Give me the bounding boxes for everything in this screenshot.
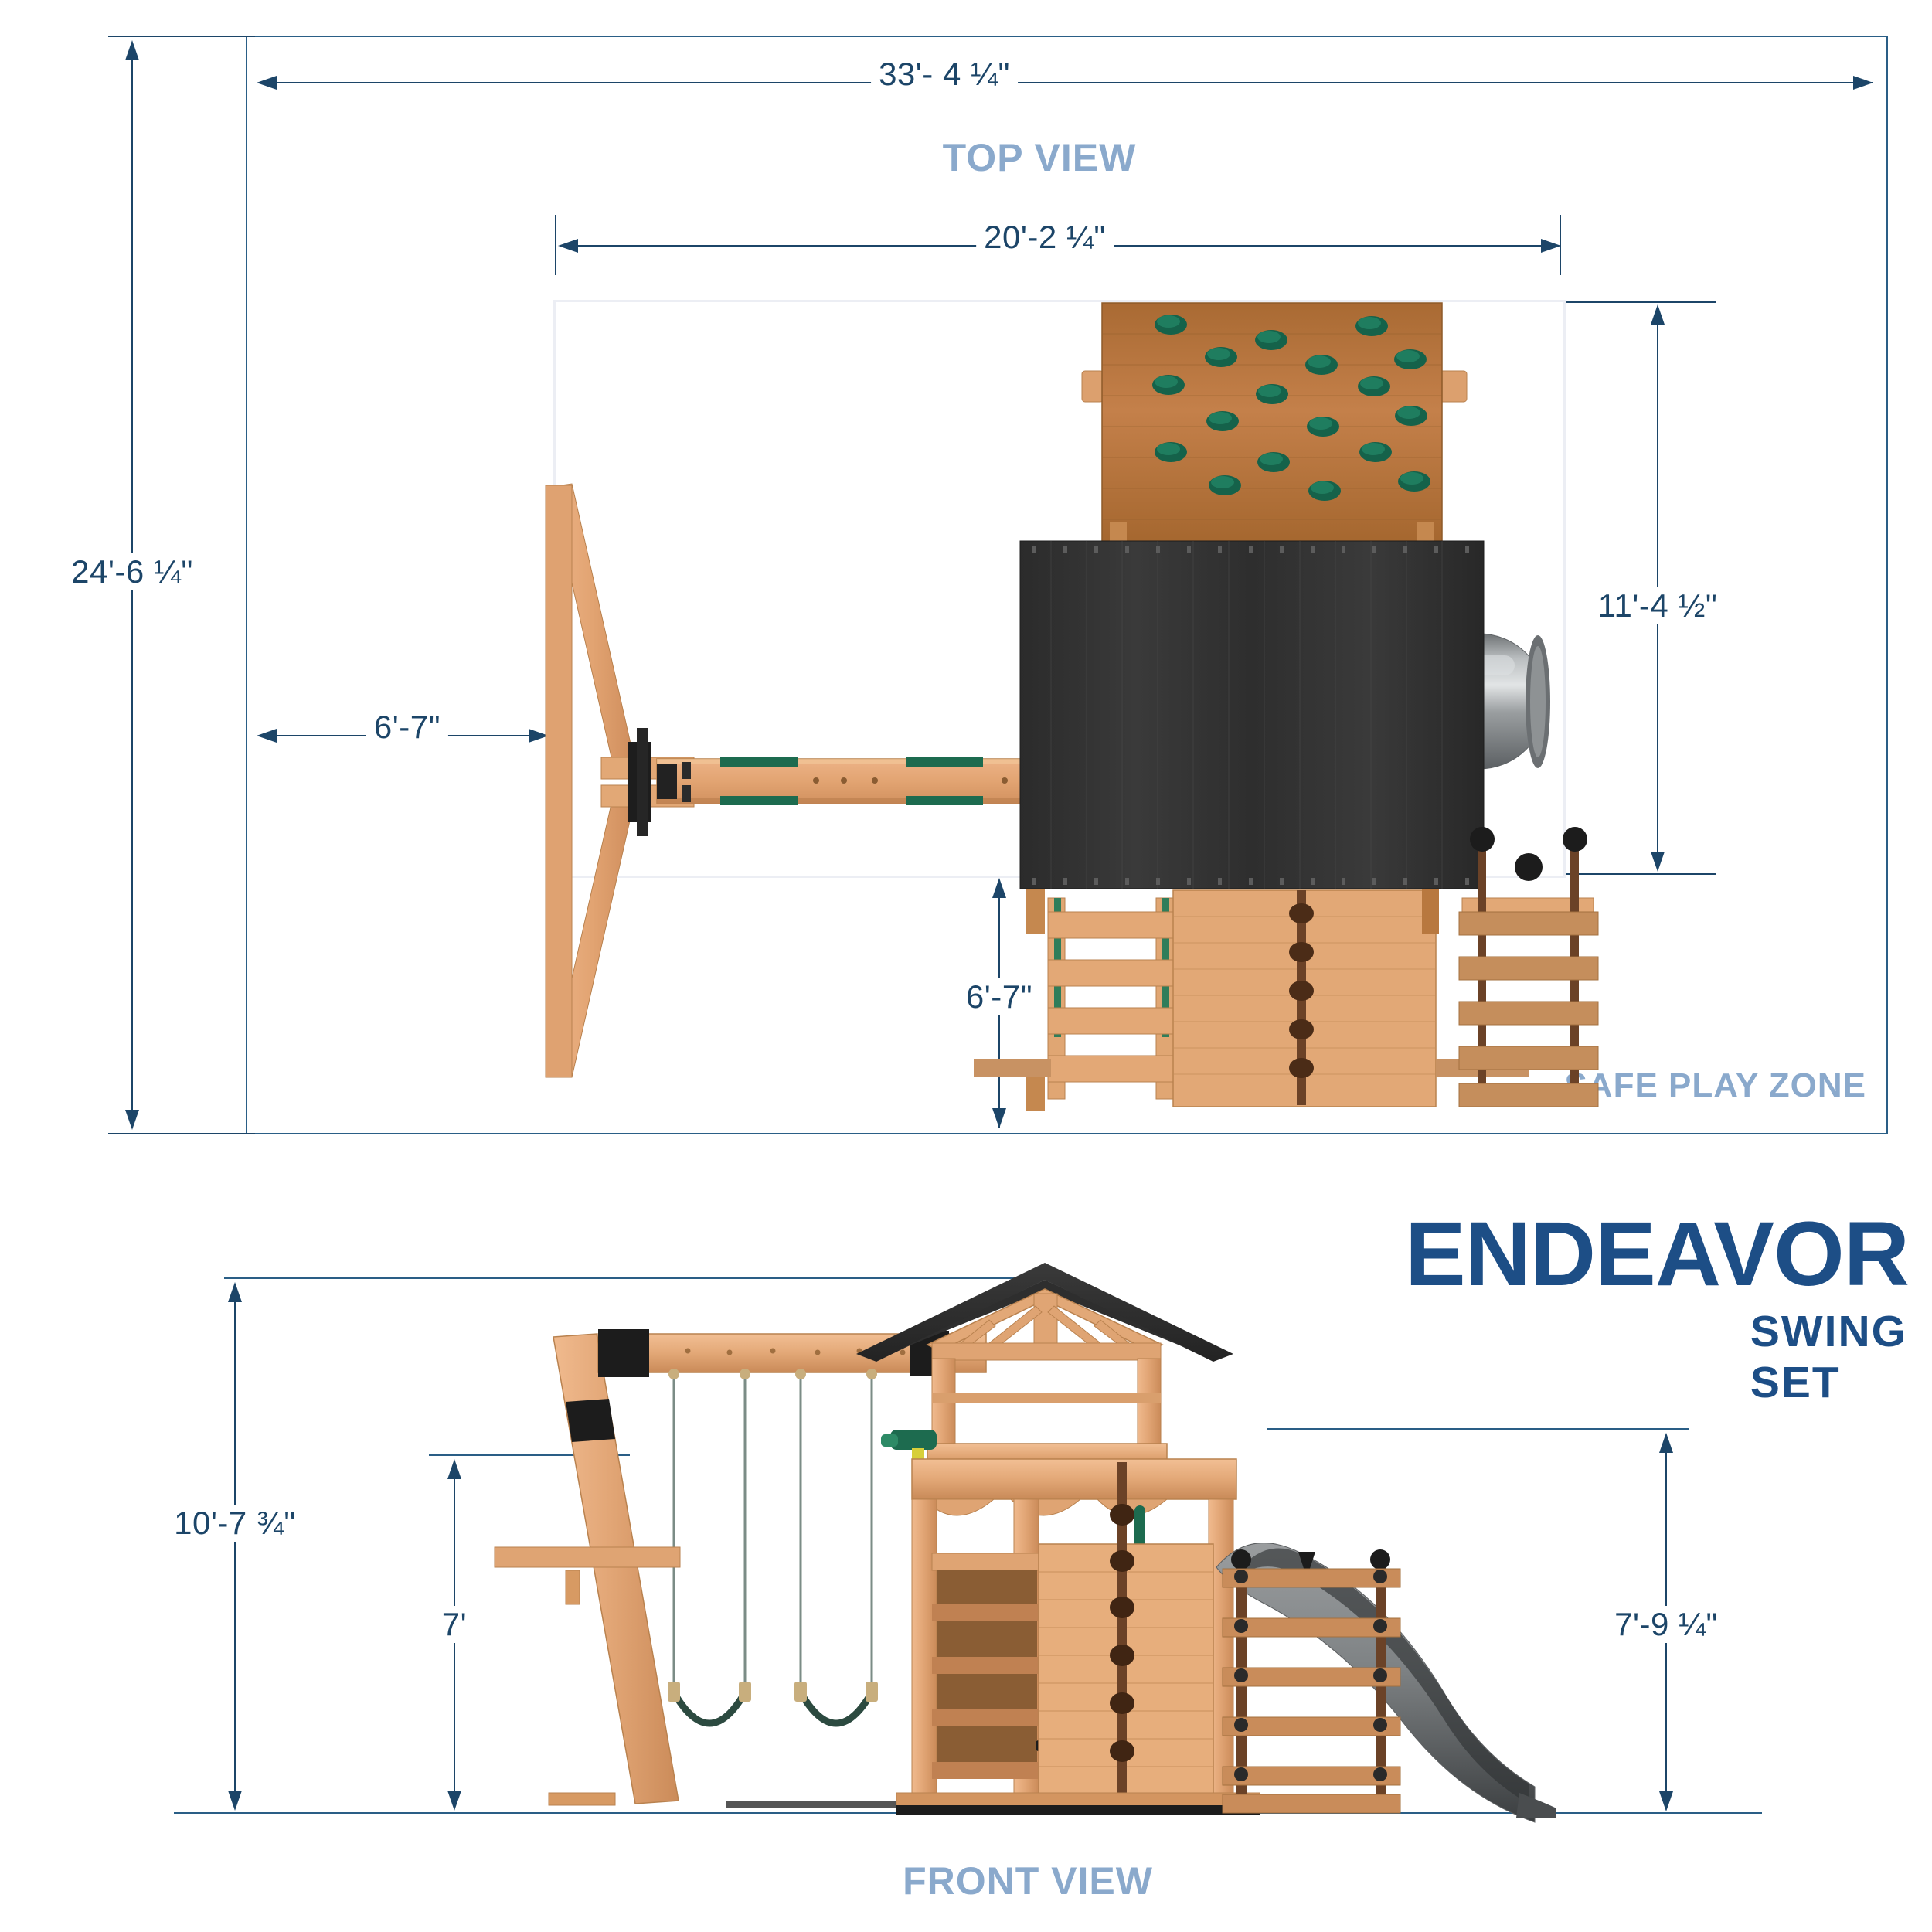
safe-zone-right-edge bbox=[1886, 36, 1888, 1134]
bottom-clearance-arrow-down bbox=[992, 1108, 1006, 1128]
brand-subtitle: SWING SET bbox=[1750, 1307, 1907, 1407]
left-clearance-arrow-left bbox=[257, 729, 277, 743]
swing-beam-ref-line bbox=[429, 1454, 630, 1456]
set-width-dim-text: 20'-2 ¼" bbox=[976, 219, 1114, 256]
front-view-label: FRONT VIEW bbox=[903, 1859, 1153, 1903]
set-width-arrow-right bbox=[1541, 239, 1561, 253]
overall-depth-ext-top bbox=[108, 36, 255, 37]
front-wall-panel bbox=[1038, 1462, 1214, 1803]
swing-beam-arrow-up bbox=[447, 1459, 461, 1479]
bottom-clearance-arrow-up bbox=[992, 878, 1006, 898]
overall-width-dim-line bbox=[263, 82, 1873, 83]
overall-width-arrow-left bbox=[257, 76, 277, 90]
overall-height-dim-text: 10'-7 ¾" bbox=[166, 1505, 304, 1542]
set-depth-arrow-up bbox=[1651, 304, 1665, 325]
front-swing-hardware bbox=[668, 1369, 878, 1702]
deck-height-arrow-down bbox=[1659, 1791, 1673, 1811]
top-lower-structures bbox=[974, 827, 1599, 1111]
front-rope-ladder bbox=[494, 1546, 1401, 1814]
overall-height-arrow-up bbox=[228, 1282, 242, 1302]
top-view-playset-art bbox=[541, 294, 1599, 1111]
overall-width-dim-text: 33'- 4 ¼" bbox=[871, 56, 1018, 93]
overall-depth-ext-bottom bbox=[108, 1133, 255, 1134]
swing-beam-arrow-down bbox=[447, 1791, 461, 1811]
set-depth-ext-bottom bbox=[1561, 873, 1716, 875]
front-swings bbox=[671, 1376, 875, 1727]
deck-height-ref-line bbox=[1267, 1428, 1689, 1430]
front-view-playset-art bbox=[494, 1260, 1700, 1824]
swing-beam-height-dim-text: 7' bbox=[434, 1606, 475, 1643]
set-width-arrow-left bbox=[558, 239, 578, 253]
front-tower-roof bbox=[856, 1263, 1233, 1362]
top-swing-aframe bbox=[545, 483, 695, 1078]
top-swing-beam bbox=[656, 757, 1090, 805]
overall-depth-dim-text: 24'-6 ¼" bbox=[63, 553, 201, 590]
deck-height-arrow-up bbox=[1659, 1433, 1673, 1453]
set-depth-arrow-down bbox=[1651, 852, 1665, 872]
safe-zone-bottom-edge bbox=[246, 1133, 1888, 1134]
climbing-holds bbox=[1152, 315, 1430, 501]
set-depth-ext-top bbox=[1561, 301, 1716, 303]
overall-depth-arrow-down bbox=[125, 1110, 139, 1130]
front-deck-base bbox=[896, 1792, 1260, 1815]
front-swing-leg bbox=[548, 1333, 679, 1806]
overall-depth-arrow-up bbox=[125, 40, 139, 60]
deck-height-dim-text: 7'-9 ¼" bbox=[1607, 1606, 1726, 1643]
left-clearance-arrow-right bbox=[529, 729, 549, 743]
set-depth-dim-text: 11'-4 ½" bbox=[1590, 587, 1726, 624]
top-climbing-wall bbox=[1081, 302, 1468, 558]
top-view-label: TOP VIEW bbox=[942, 136, 1137, 179]
bottom-clearance-dim-text: 6'-7" bbox=[957, 978, 1041, 1015]
safe-play-zone-label: SAFE PLAY ZONE bbox=[1564, 1066, 1866, 1104]
safe-zone-top-edge bbox=[246, 36, 1888, 37]
set-width-ext-left bbox=[555, 215, 556, 275]
overall-width-arrow-right bbox=[1853, 76, 1873, 90]
left-clearance-dim-text: 6'-7" bbox=[366, 709, 449, 746]
top-main-roof bbox=[1019, 540, 1485, 889]
overall-height-dim-line bbox=[234, 1285, 236, 1806]
overall-height-arrow-down bbox=[228, 1791, 242, 1811]
front-top-reference-line bbox=[224, 1277, 1047, 1279]
brand-title: ENDEAVOR bbox=[1404, 1203, 1910, 1305]
safe-zone-left-edge bbox=[246, 36, 247, 1134]
